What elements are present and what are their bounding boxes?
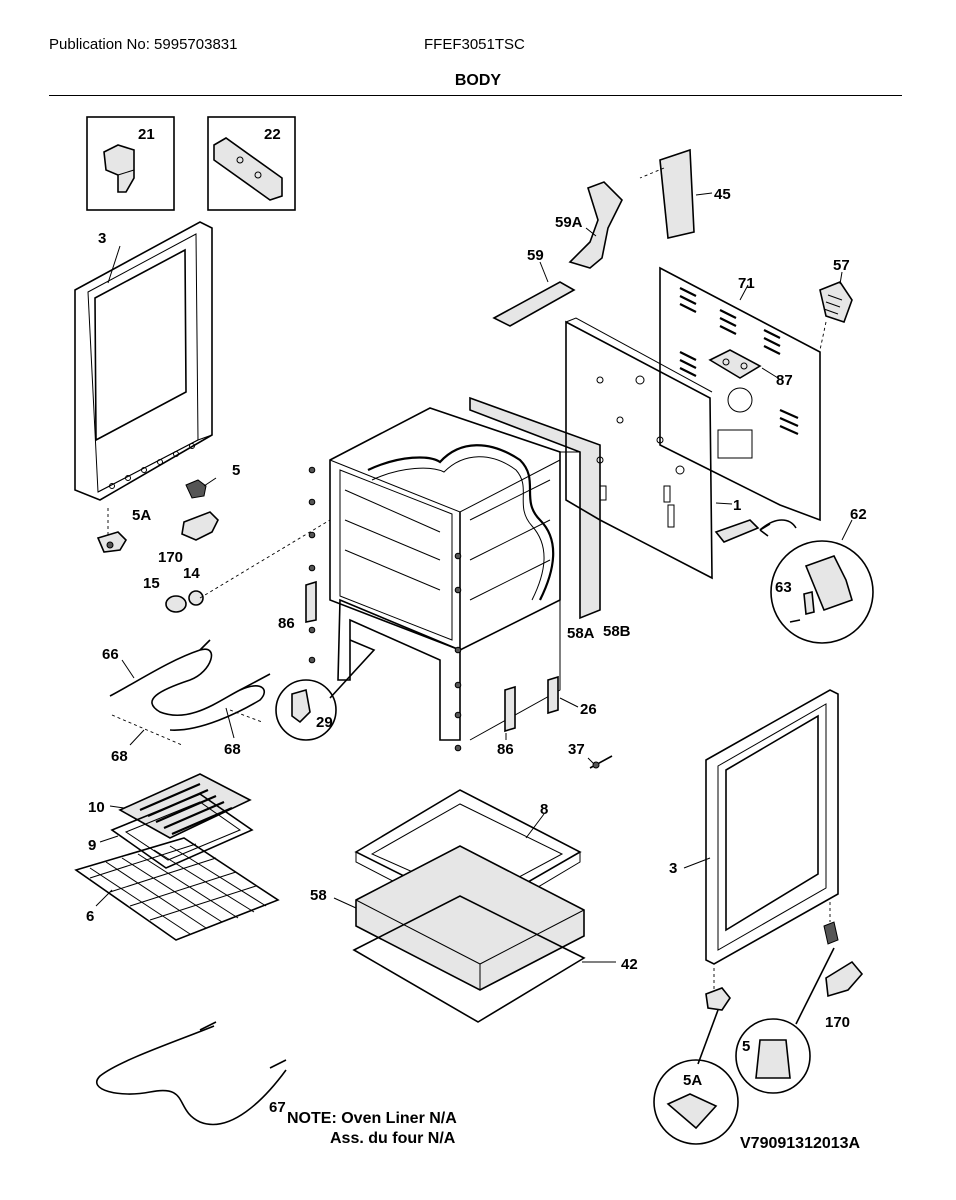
label-3-right: 3 (669, 860, 677, 877)
part-58-bottom-insulation[interactable] (355, 845, 585, 991)
label-68-right: 68 (224, 741, 241, 758)
part-5A-leveler-bracket-left[interactable] (96, 531, 128, 553)
part-67-bake-element[interactable] (96, 1021, 287, 1126)
label-42: 42 (621, 956, 638, 973)
part-63-terminal-screw[interactable] (789, 590, 815, 623)
part-45-vent-duct[interactable] (659, 148, 695, 239)
label-58A: 58A (567, 625, 595, 642)
label-10: 10 (88, 799, 105, 816)
label-86-left: 86 (278, 615, 295, 632)
label-29: 29 (316, 714, 333, 731)
part-68-element-wire[interactable] (111, 709, 263, 746)
part-5-leg-left[interactable] (185, 479, 207, 499)
terminal-block[interactable] (714, 519, 760, 543)
part-14-lamp-socket[interactable] (188, 590, 204, 606)
part-58A-insulation-wrap[interactable] (367, 444, 555, 601)
diagram-code: V79091312013A (740, 1135, 861, 1152)
part-62-terminal-detail[interactable] (770, 540, 874, 644)
label-58B: 58B (603, 623, 631, 640)
label-71: 71 (738, 275, 755, 292)
part-42-bottom-shield[interactable] (352, 895, 586, 1023)
front-frame-screws (308, 466, 462, 752)
part-3-side-panel-right[interactable] (705, 689, 839, 965)
part-6-oven-rack[interactable] (74, 837, 280, 941)
publication-number: Publication No: 5995703831 (49, 36, 238, 53)
section-title: BODY (454, 72, 502, 89)
part-170-leg-bracket-right[interactable] (825, 960, 864, 998)
note-line-1: NOTE: Oven Liner N/A (287, 1110, 457, 1127)
label-68-left: 68 (111, 748, 128, 765)
part-58B-insulation-panel[interactable] (469, 396, 601, 620)
label-1: 1 (733, 497, 741, 514)
part-5-leg-right[interactable] (823, 921, 839, 945)
part-5A-leveler-detail[interactable] (653, 1059, 739, 1145)
label-66: 66 (102, 646, 119, 663)
label-170-right: 170 (825, 1014, 850, 1031)
label-14: 14 (183, 565, 200, 582)
header-rule (49, 95, 902, 96)
part-10-broil-pan-insert[interactable] (118, 773, 252, 839)
label-21: 21 (138, 126, 155, 143)
label-58: 58 (310, 887, 327, 904)
label-15: 15 (143, 575, 160, 592)
part-59-vent-seal[interactable] (492, 281, 576, 327)
part-5-leg-detail[interactable] (735, 1018, 811, 1094)
part-15-lamp-bulb[interactable] (165, 595, 187, 613)
part-29-clip-detail[interactable] (275, 679, 337, 741)
label-5A-right: 5A (683, 1072, 702, 1089)
label-57: 57 (833, 257, 850, 274)
label-8: 8 (540, 801, 548, 818)
part-22-bracket[interactable] (207, 116, 296, 211)
note-line-2: Ass. du four N/A (330, 1130, 456, 1147)
part-57-access-plate[interactable] (819, 281, 853, 324)
label-22: 22 (264, 126, 281, 143)
model-number: FFEF3051TSC (424, 36, 525, 53)
label-3-left: 3 (98, 230, 106, 247)
label-45: 45 (714, 186, 731, 203)
part-71-rear-cover[interactable] (659, 266, 821, 522)
label-86-right: 86 (497, 741, 514, 758)
label-63: 63 (775, 579, 792, 596)
label-170-left: 170 (158, 549, 183, 566)
part-87-cover-plate[interactable] (708, 349, 762, 379)
part-21-end-cap[interactable] (86, 116, 175, 211)
part-5A-leveler-bracket-right[interactable] (705, 987, 731, 1011)
part-86-hinge-receiver-right[interactable] (504, 685, 516, 733)
part-59A-vent-channel[interactable] (568, 181, 623, 269)
part-66-broil-element[interactable] (109, 639, 271, 731)
part-37-temp-sensor[interactable] (589, 755, 613, 769)
part-labels: 21 22 3 45 59A 59 71 57 87 5 5A 170 14 1… (86, 126, 867, 1116)
label-37: 37 (568, 741, 585, 758)
label-5-right: 5 (742, 1038, 750, 1055)
part-26-bracket[interactable] (547, 675, 559, 715)
label-59A: 59A (555, 214, 583, 231)
label-5A-left: 5A (132, 507, 151, 524)
part-3-side-panel-left[interactable] (74, 221, 213, 501)
part-9-broil-pan[interactable] (110, 793, 254, 869)
label-6: 6 (86, 908, 94, 925)
part-170-leg-bracket-left[interactable] (181, 511, 219, 541)
label-9: 9 (88, 837, 96, 854)
label-26: 26 (580, 701, 597, 718)
label-62: 62 (850, 506, 867, 523)
part-86-hinge-receiver-left[interactable] (305, 580, 317, 623)
label-5-left: 5 (232, 462, 240, 479)
label-59: 59 (527, 247, 544, 264)
label-67: 67 (269, 1099, 286, 1116)
label-87: 87 (776, 372, 793, 389)
